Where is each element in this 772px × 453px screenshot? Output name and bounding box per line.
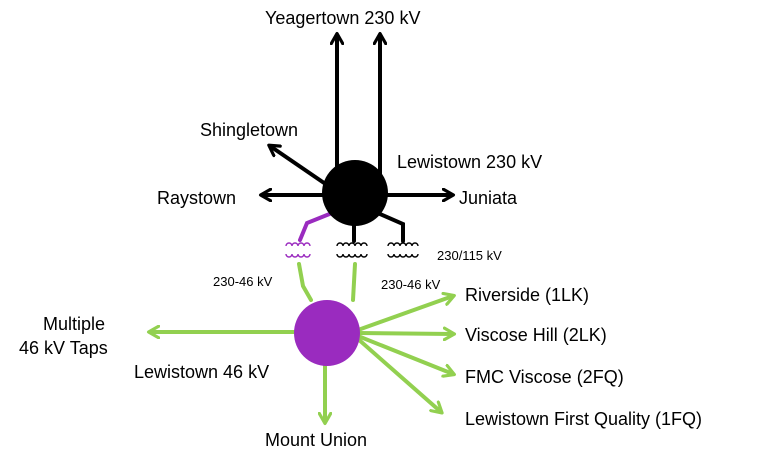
label-juniata: Juniata: [459, 188, 518, 208]
line-viscose-hill: [356, 333, 453, 334]
xfmr-black-symbol-1: [336, 242, 368, 258]
label-xfmr-230-46-left: 230-46 kV: [213, 274, 273, 289]
label-riverside: Riverside (1LK): [465, 285, 589, 305]
label-mount-union: Mount Union: [265, 430, 367, 450]
line-fmc-viscose: [356, 334, 453, 374]
label-xfmr-230-46-right: 230-46 kV: [381, 277, 441, 292]
lewistown-230-bus: [322, 160, 388, 226]
label-multiple-line1: Multiple: [43, 314, 105, 334]
label-lewistown-first-quality: Lewistown First Quality (1FQ): [465, 409, 702, 429]
label-lewistown-46: Lewistown 46 kV: [134, 362, 269, 382]
xfmr-lead-purple: [298, 211, 334, 242]
lewistown-46-bus: [294, 300, 360, 366]
line-shingletown: [270, 146, 329, 187]
xfmr-black-symbol-2: [387, 242, 419, 258]
label-shingletown: Shingletown: [200, 120, 298, 140]
line-lewistown-first-quality: [356, 337, 441, 412]
hv-lines: [262, 35, 452, 195]
xfmr-lowside-lead-left: [297, 262, 313, 302]
lv-lines: [150, 296, 453, 422]
label-fmc-viscose: FMC Viscose (2FQ): [465, 367, 624, 387]
label-raystown: Raystown: [157, 188, 236, 208]
label-xfmr-230-115: 230/115 kV: [437, 248, 502, 263]
xfmr-purple-symbol: [285, 242, 311, 258]
xfmr-lead-black-2: [378, 212, 405, 243]
label-lewistown-230: Lewistown 230 kV: [397, 152, 542, 172]
xfmr-lowside-lead-right: [351, 262, 357, 302]
label-yeagertown: Yeagertown 230 kV: [265, 8, 420, 28]
line-riverside: [356, 296, 453, 332]
label-multiple-line2: 46 kV Taps: [19, 338, 108, 358]
label-viscose-hill: Viscose Hill (2LK): [465, 325, 607, 345]
